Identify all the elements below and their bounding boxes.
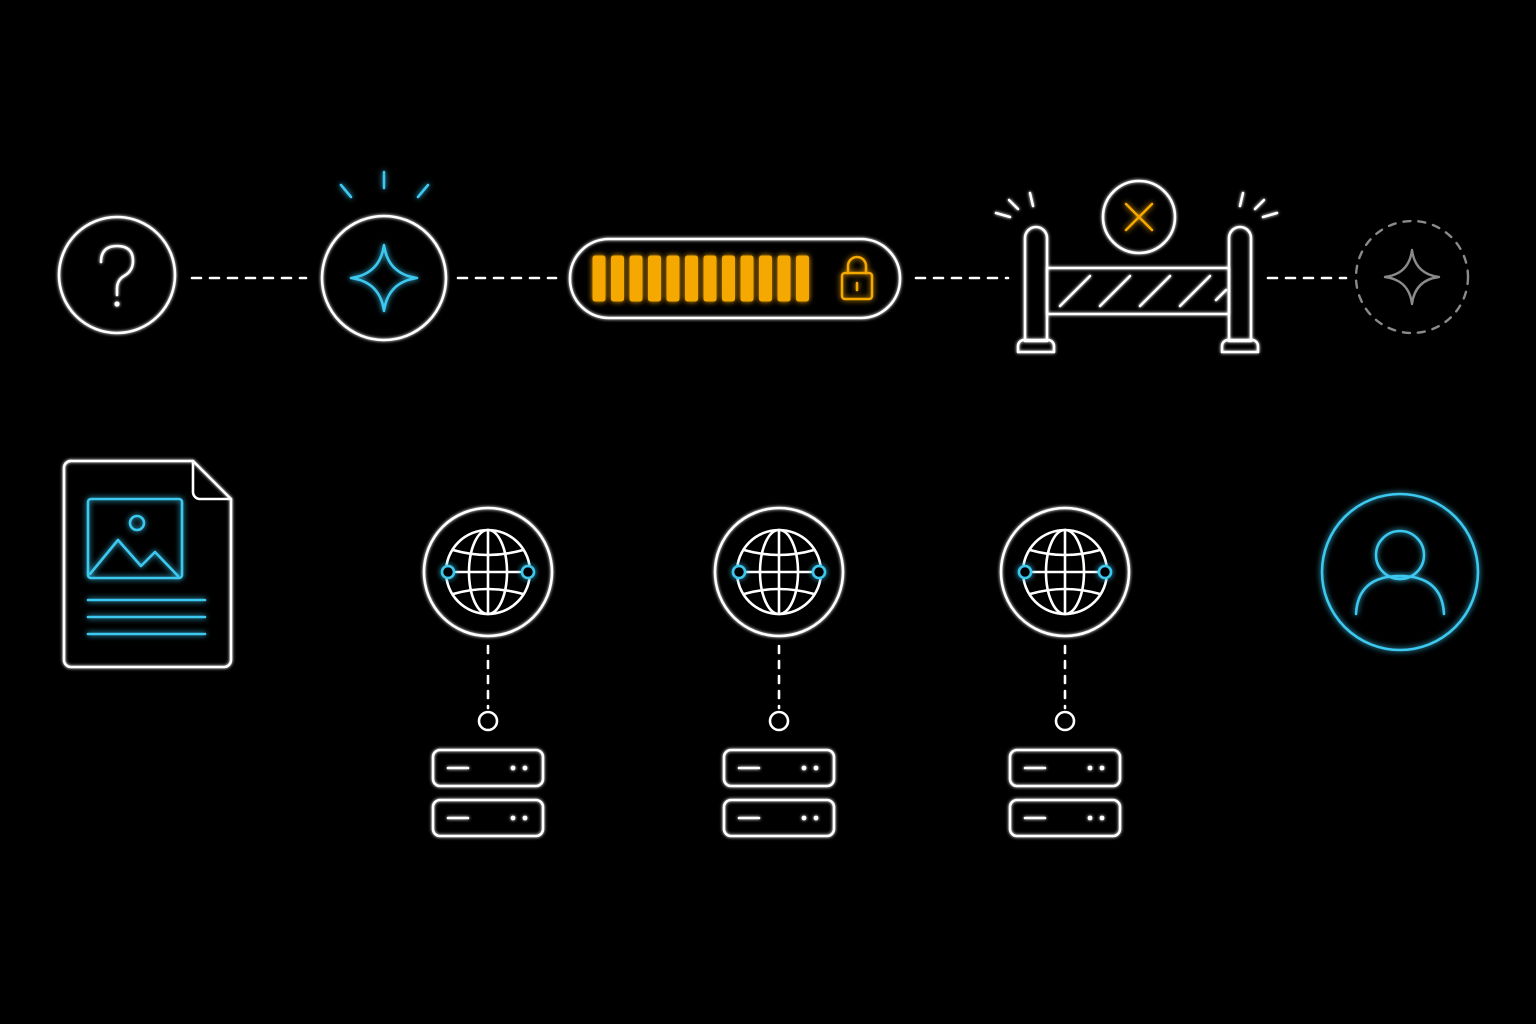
port-dot [440, 564, 456, 580]
junction-dot [768, 710, 790, 732]
progress-track [568, 237, 902, 320]
progress-segment [777, 255, 791, 302]
unreached-sparkle-node [1354, 219, 1470, 335]
sparkle-icon [1383, 248, 1441, 306]
port-dot [731, 564, 747, 580]
question-icon [99, 244, 135, 307]
port-dot [1097, 564, 1113, 580]
progress-segment [703, 255, 717, 302]
user-icon [1354, 529, 1446, 616]
junction-dot [477, 710, 499, 732]
progress-segment [648, 255, 661, 302]
network-nodes [422, 506, 1131, 838]
node-circle [422, 506, 554, 638]
lock-icon [840, 255, 874, 301]
globe-node [999, 506, 1131, 838]
locked-progress-bar [568, 237, 902, 320]
node-circle [57, 215, 177, 335]
server-icon [1008, 748, 1122, 838]
user-node [1320, 492, 1480, 652]
progress-segments [592, 255, 809, 302]
image-thumbnail [86, 497, 184, 580]
sparkle-icon [349, 243, 419, 313]
node-circle-dashed [1354, 219, 1470, 335]
node-circle [1320, 492, 1480, 652]
progress-segment [722, 255, 735, 302]
image-document-icon [62, 459, 233, 669]
barrier-icon [994, 191, 1279, 354]
progress-segment [666, 255, 680, 302]
node-circle [320, 214, 448, 342]
server-icon [722, 748, 836, 838]
progress-segment [629, 255, 643, 302]
node-circle [713, 506, 845, 638]
progress-segment [611, 255, 624, 302]
question-node [57, 215, 177, 335]
port-dot [1017, 564, 1033, 580]
globe-icon [735, 528, 823, 616]
barrier-node [994, 179, 1279, 354]
port-dot [811, 564, 827, 580]
globe-icon [444, 528, 532, 616]
progress-segment [740, 255, 754, 302]
blocked-badge [1101, 179, 1177, 255]
junction-dot [1054, 710, 1076, 732]
globe-icon [1021, 528, 1109, 616]
server-icon [431, 748, 545, 838]
sparkle-node [320, 170, 448, 342]
progress-segment [592, 255, 606, 302]
close-icon [1124, 202, 1154, 232]
progress-segment [796, 255, 809, 302]
port-dot [520, 564, 536, 580]
node-circle [999, 506, 1131, 638]
shine-rays-icon [339, 170, 430, 199]
globe-node [422, 506, 554, 838]
progress-segment [685, 255, 698, 302]
progress-segment [759, 255, 772, 302]
globe-node [713, 506, 845, 838]
